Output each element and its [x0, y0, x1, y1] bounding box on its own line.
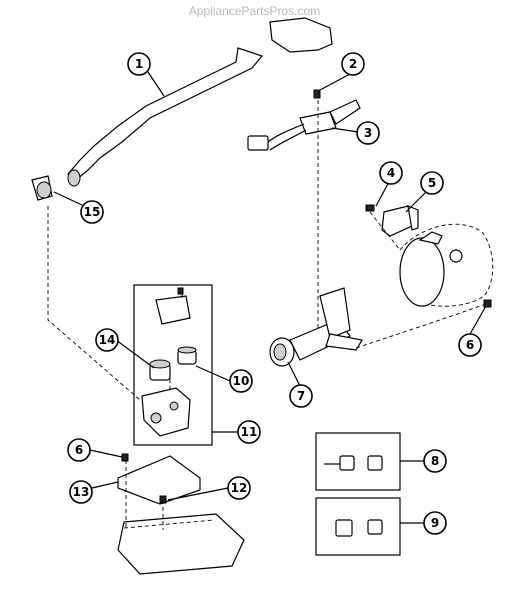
callout-13: 13 [69, 480, 93, 504]
svg-text:3: 3 [364, 126, 372, 140]
watermark: AppliancePartsPros.com [188, 4, 321, 18]
svg-text:10: 10 [233, 374, 250, 388]
svg-text:15: 15 [84, 205, 101, 219]
svg-text:4: 4 [387, 166, 395, 180]
mounting-screw-right[interactable] [483, 299, 492, 308]
svg-text:6: 6 [466, 338, 474, 352]
svg-text:12: 12 [231, 481, 248, 495]
mounting-screw-sensor[interactable] [365, 204, 375, 212]
svg-text:6: 6 [75, 443, 83, 457]
svg-text:5: 5 [428, 176, 436, 190]
flame-sensor[interactable] [381, 205, 419, 237]
callout-8: 8 [423, 449, 447, 473]
callout-4: 4 [379, 161, 403, 185]
svg-text:13: 13 [73, 485, 90, 499]
fitting-kit-frame-a [315, 432, 401, 491]
callout-11: 11 [237, 420, 261, 444]
valve-coil-small[interactable] [177, 346, 197, 365]
callout-14: 14 [95, 328, 119, 352]
fitting-kit-a[interactable] [324, 455, 383, 471]
fitting-kit-frame-b [315, 497, 401, 556]
callout-1: 1 [127, 52, 151, 76]
coil-bracket[interactable] [155, 287, 191, 325]
igniter-wire-harness[interactable] [247, 99, 361, 151]
svg-text:14: 14 [99, 333, 116, 347]
svg-text:9: 9 [431, 516, 439, 530]
mounting-screw-top[interactable] [313, 89, 321, 99]
gas-valve-group-frame [133, 284, 213, 446]
fitting-kit-b[interactable] [335, 519, 383, 537]
callout-3: 3 [356, 121, 380, 145]
burner-housing [399, 223, 494, 307]
callout-7: 7 [289, 384, 313, 408]
burner-tube-assembly[interactable] [269, 287, 363, 367]
svg-text:8: 8 [431, 454, 439, 468]
assembly-guide-lines [47, 100, 487, 530]
callout-6-right: 6 [458, 333, 482, 357]
callout-15: 15 [80, 200, 104, 224]
callout-5: 5 [420, 171, 444, 195]
gas-supply-pipe[interactable] [67, 17, 333, 187]
svg-text:1: 1 [135, 57, 143, 71]
svg-text:11: 11 [241, 425, 258, 439]
valve-mounting-bracket[interactable] [117, 455, 201, 505]
callout-9: 9 [423, 511, 447, 535]
callout-2: 2 [341, 52, 365, 76]
callout-12: 12 [227, 476, 251, 500]
gas-valve-body[interactable] [141, 387, 191, 437]
callout-10: 10 [229, 369, 253, 393]
elbow-fitting[interactable] [31, 175, 53, 201]
callout-6-left: 6 [67, 438, 91, 462]
valve-coil-large[interactable] [149, 359, 171, 381]
leader-lines [53, 71, 487, 524]
svg-text:2: 2 [349, 57, 357, 71]
mounting-screw-left[interactable] [121, 453, 129, 462]
base-plate [117, 513, 245, 575]
svg-text:7: 7 [297, 389, 305, 403]
